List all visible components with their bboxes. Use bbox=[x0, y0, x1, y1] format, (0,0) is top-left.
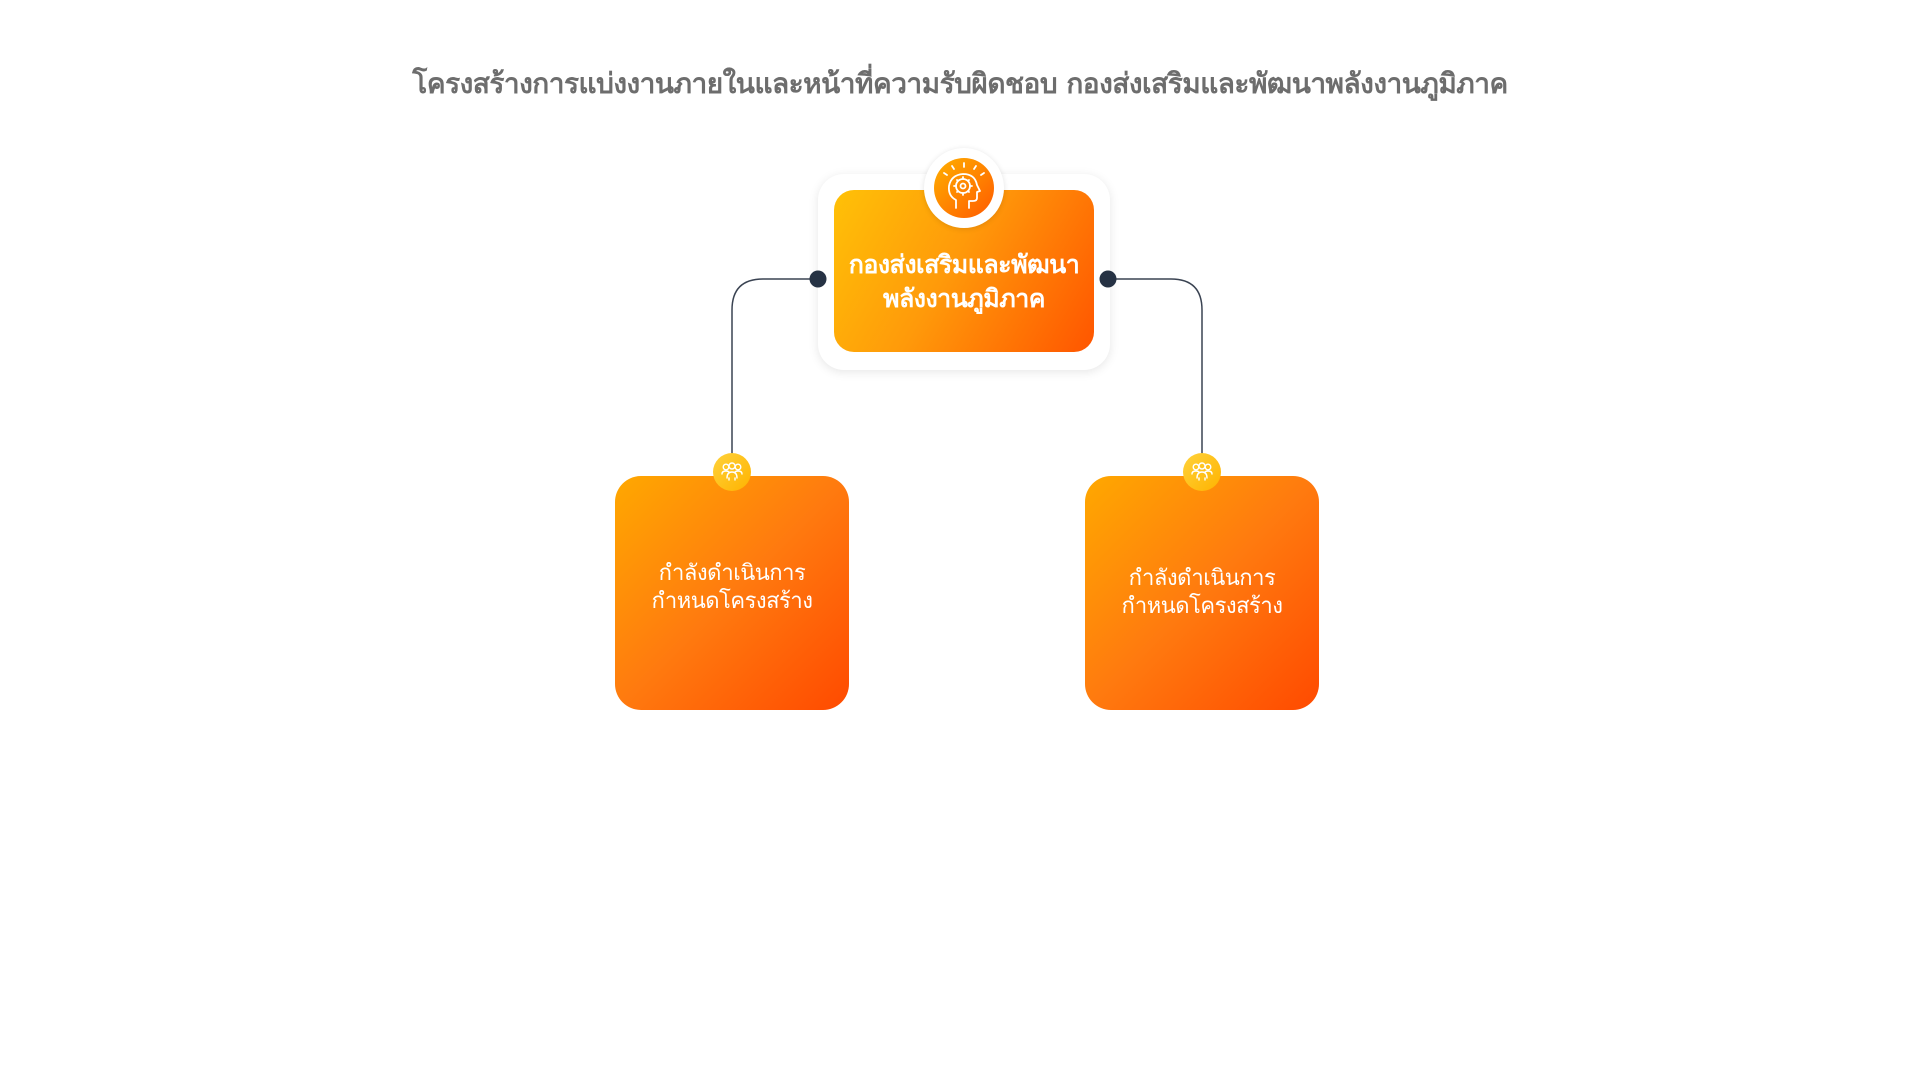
team-icon bbox=[713, 453, 751, 491]
connector-dot-left bbox=[809, 270, 827, 288]
connector-right bbox=[1108, 278, 1203, 454]
child-node-label: กำลังดำเนินการ กำหนดโครงสร้าง bbox=[1121, 566, 1283, 619]
team-icon bbox=[1183, 453, 1221, 491]
child-node-right[interactable]: กำลังดำเนินการ กำหนดโครงสร้าง bbox=[1085, 476, 1319, 710]
page-title: โครงสร้างการแบ่งงานภายในและหน้าที่ความรั… bbox=[412, 67, 1508, 100]
child-node-left[interactable]: กำลังดำเนินการ กำหนดโครงสร้าง bbox=[615, 476, 849, 710]
brain-head-icon bbox=[934, 158, 994, 218]
connector-left bbox=[731, 278, 818, 454]
root-node[interactable]: กองส่งเสริมและพัฒนา พลังงานภูมิภาค bbox=[834, 190, 1094, 352]
root-node-label: กองส่งเสริมและพัฒนา พลังงานภูมิภาค bbox=[848, 250, 1080, 313]
connector-dot-right bbox=[1099, 270, 1117, 288]
child-node-label: กำลังดำเนินการ กำหนดโครงสร้าง bbox=[651, 561, 813, 614]
